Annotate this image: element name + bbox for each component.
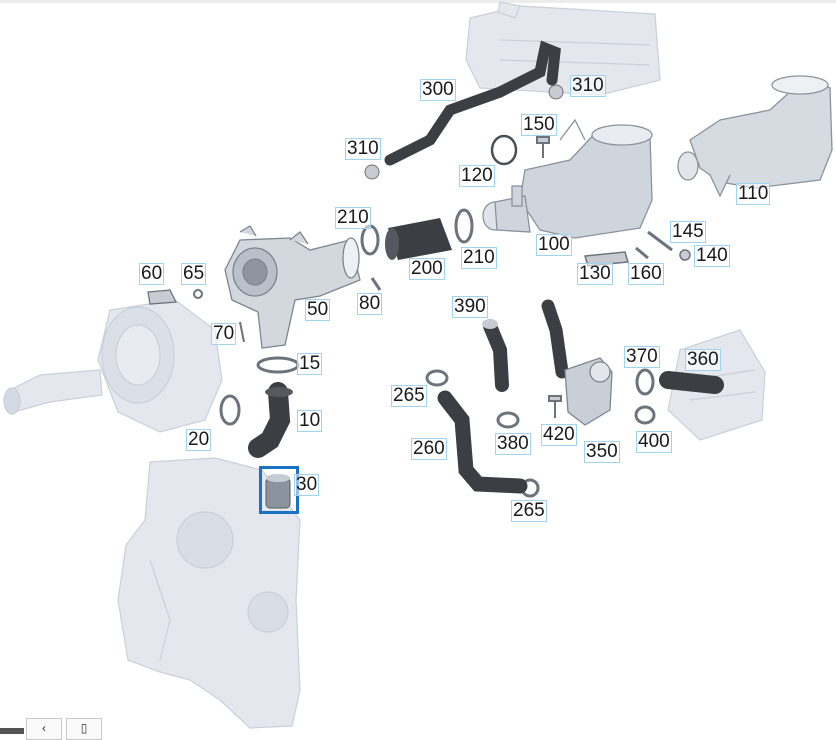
thermostat-housing [482, 118, 653, 239]
o-ring-120 [490, 134, 518, 166]
callout-10[interactable]: 10 [297, 410, 323, 432]
callout-140[interactable]: 140 [694, 245, 730, 267]
coolant-hose-260 [437, 390, 528, 494]
callout-210[interactable]: 210 [335, 207, 371, 229]
callout-260[interactable]: 260 [411, 438, 447, 460]
callout-310[interactable]: 310 [345, 138, 381, 160]
callout-65[interactable]: 65 [181, 263, 207, 285]
callout-210[interactable]: 210 [461, 247, 497, 269]
callout-130[interactable]: 130 [577, 263, 613, 285]
callout-100[interactable]: 100 [536, 234, 572, 256]
callout-60[interactable]: 60 [139, 263, 165, 285]
callout-400[interactable]: 400 [636, 431, 672, 453]
callout-265[interactable]: 265 [511, 500, 547, 522]
egr-cooler [465, 1, 661, 96]
thermostat-housing-alt [677, 75, 833, 198]
viewer-back-button[interactable]: ‹ [26, 718, 62, 740]
callout-420[interactable]: 420 [541, 424, 577, 446]
connector-pipe-30 [265, 474, 291, 509]
frame-icon: ▯ [80, 721, 88, 735]
coolant-hose-390 [483, 319, 509, 392]
callout-145[interactable]: 145 [670, 221, 706, 243]
hose-clamps-310 [364, 84, 564, 180]
coolant-hose-360 [659, 371, 724, 394]
coolant-hose-200 [385, 218, 452, 260]
coolant-hose-300 [384, 40, 561, 166]
callout-310[interactable]: 310 [570, 75, 606, 97]
callout-20[interactable]: 20 [186, 429, 212, 451]
callout-70[interactable]: 70 [211, 323, 237, 345]
callout-350[interactable]: 350 [584, 441, 620, 463]
coolant-hose-10 [248, 382, 291, 458]
small-parts-130-160 [584, 230, 691, 267]
callout-300[interactable]: 300 [420, 79, 456, 101]
callout-30-selected[interactable]: 30 [294, 474, 320, 496]
sensors-60-80 [147, 277, 382, 343]
engine-front-cover [117, 457, 301, 729]
callout-160[interactable]: 160 [628, 263, 664, 285]
callout-150[interactable]: 150 [521, 114, 557, 136]
callout-80[interactable]: 80 [357, 293, 383, 315]
hose-clamp-20 [219, 394, 241, 426]
chevron-left-icon: ‹ [42, 721, 46, 735]
toolbar-edge [0, 728, 24, 734]
hose-clamp-15 [256, 356, 300, 374]
selected-part-highlight [259, 466, 299, 514]
callout-390[interactable]: 390 [452, 296, 488, 318]
bolt-150 [536, 136, 550, 158]
callout-15[interactable]: 15 [297, 353, 323, 375]
bolt-420 [548, 395, 562, 418]
callout-110[interactable]: 110 [736, 183, 771, 205]
hose-clamps-misc [425, 368, 656, 498]
callout-380[interactable]: 380 [495, 433, 531, 455]
callout-360[interactable]: 360 [685, 349, 721, 371]
water-pump-housing [3, 299, 223, 433]
callout-265[interactable]: 265 [391, 385, 427, 407]
callout-370[interactable]: 370 [624, 346, 660, 368]
thermostat-housing-50 [224, 225, 361, 349]
callout-200[interactable]: 200 [409, 258, 445, 280]
coolant-valve-350 [564, 357, 613, 426]
top-divider [0, 0, 836, 3]
callout-120[interactable]: 120 [459, 165, 495, 187]
coolant-hose-upper [541, 299, 569, 379]
viewer-frame-button[interactable]: ▯ [66, 718, 102, 740]
callout-50[interactable]: 50 [305, 299, 331, 321]
